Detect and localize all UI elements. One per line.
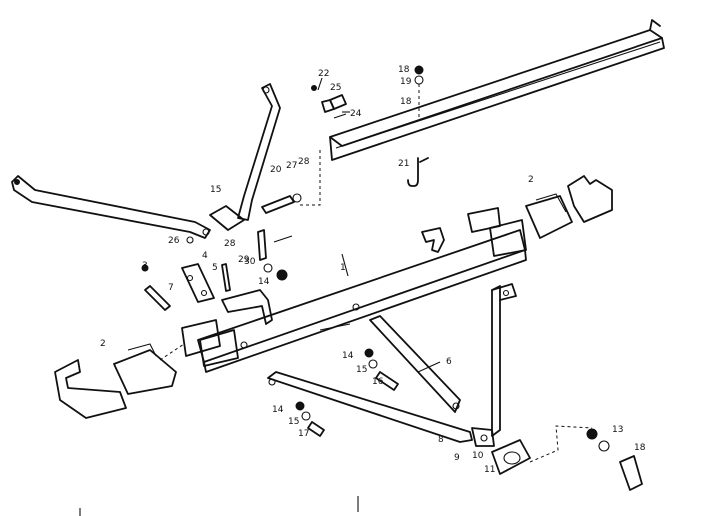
label-part-8: 8 bbox=[438, 435, 444, 445]
label-part-26: 26 bbox=[168, 236, 180, 246]
label-part-25: 25 bbox=[330, 83, 341, 93]
label-part-20: 20 bbox=[270, 165, 282, 175]
hardware-lower-left bbox=[295, 401, 325, 437]
label-part-4: 4 bbox=[202, 251, 208, 261]
label-part-10: 10 bbox=[472, 451, 484, 461]
label-part-5: 5 bbox=[212, 263, 218, 273]
clevis-bracket bbox=[491, 425, 593, 475]
hardware-center bbox=[364, 348, 399, 391]
label-part-13: 13 bbox=[612, 425, 623, 435]
left-bracket-plate bbox=[141, 263, 215, 311]
support-arm-right bbox=[267, 283, 517, 447]
spring-part bbox=[319, 323, 351, 331]
label-part-2-left: 2 bbox=[100, 339, 106, 349]
part-number-labels: 1 2 2 3 4 5 6 7 8 9 10 11 13 14 14 14 15… bbox=[100, 65, 646, 475]
label-part-15-upper: 15 bbox=[210, 185, 221, 195]
label-part-21: 21 bbox=[398, 159, 409, 169]
label-part-14-upper: 14 bbox=[258, 277, 270, 287]
label-part-1: 1 bbox=[340, 263, 346, 273]
link-pins bbox=[221, 150, 321, 292]
label-part-17: 17 bbox=[298, 429, 309, 439]
label-part-9: 9 bbox=[454, 453, 460, 463]
label-part-18-bolt: 18 bbox=[634, 443, 646, 453]
label-part-28-upper: 28 bbox=[298, 157, 310, 167]
hitch-block-right bbox=[525, 175, 613, 239]
label-part-15-center: 15 bbox=[356, 365, 367, 375]
rail-channel bbox=[329, 19, 665, 161]
leader-lines bbox=[317, 77, 441, 373]
label-part-30: 30 bbox=[244, 257, 256, 267]
label-part-7: 7 bbox=[168, 283, 174, 293]
label-part-27: 27 bbox=[286, 161, 297, 171]
label-part-18-top: 18 bbox=[398, 65, 410, 75]
label-part-28-lower: 28 bbox=[224, 239, 236, 249]
label-part-6: 6 bbox=[446, 357, 452, 367]
label-part-29: 29 bbox=[238, 255, 250, 265]
label-part-3: 3 bbox=[142, 261, 148, 271]
control-lever-left bbox=[11, 175, 211, 239]
label-part-14-lower: 14 bbox=[272, 405, 284, 415]
label-part-11: 11 bbox=[484, 465, 495, 475]
label-part-22: 22 bbox=[318, 69, 329, 79]
rail-hardware bbox=[311, 65, 429, 187]
label-part-14-center: 14 bbox=[342, 351, 354, 361]
label-part-16: 16 bbox=[372, 377, 384, 387]
control-lever-upper bbox=[186, 83, 281, 244]
label-part-19: 19 bbox=[400, 77, 412, 87]
label-part-15-lower: 15 bbox=[288, 417, 299, 427]
label-part-18-rail: 18 bbox=[400, 97, 412, 107]
label-part-2-right: 2 bbox=[528, 175, 534, 185]
main-frame bbox=[181, 207, 527, 373]
label-part-24: 24 bbox=[350, 109, 362, 119]
hitch-block-left bbox=[54, 343, 185, 419]
bolt-hardware-right bbox=[586, 428, 643, 491]
